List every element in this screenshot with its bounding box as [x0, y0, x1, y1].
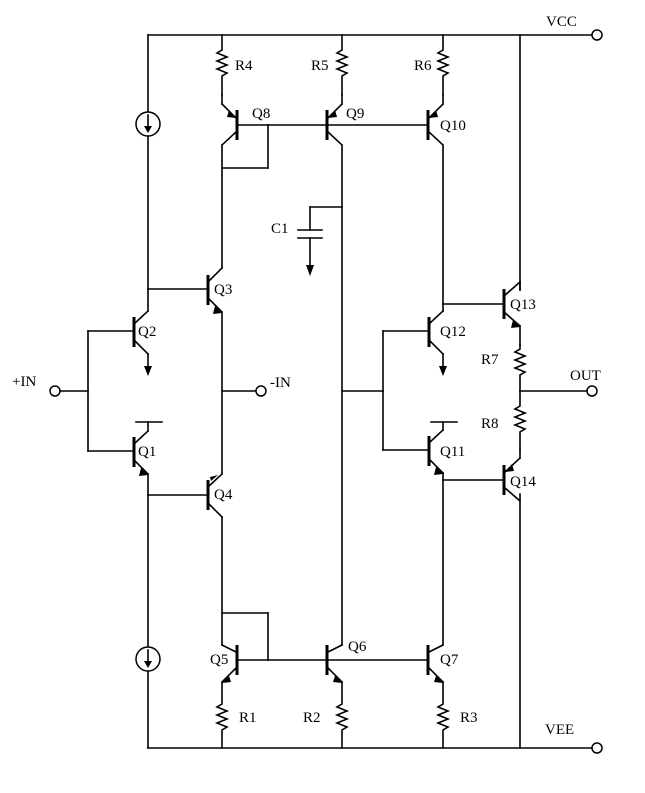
left-branch-wires — [221, 144, 257, 646]
resistor-r7: R7 — [481, 344, 528, 392]
out-label: OUT — [570, 368, 601, 384]
c1-label: C1 — [271, 221, 289, 237]
q12-label: Q12 — [440, 324, 466, 340]
transistor-q12: Q12 — [427, 303, 466, 376]
r8-label: R8 — [481, 416, 499, 432]
capacitor-c1: C1 — [271, 206, 343, 276]
transistor-q13: Q13 — [502, 280, 536, 346]
transistor-q2: Q2 — [132, 288, 156, 376]
in-plus-terminal[interactable] — [49, 385, 61, 397]
q1-label: Q1 — [138, 444, 156, 460]
r4-label: R4 — [235, 58, 253, 74]
q14-label: Q14 — [510, 474, 536, 490]
transistor-q9: Q9 — [325, 94, 364, 646]
q10-label: Q10 — [440, 118, 466, 134]
resistor-r8: R8 — [481, 390, 528, 451]
transistor-q11: Q11 — [427, 421, 465, 646]
vcc-rail: VCC — [147, 14, 603, 41]
transistor-q4: Q4 — [206, 472, 233, 519]
q5-label: Q5 — [210, 652, 228, 668]
q9-label: Q9 — [346, 106, 364, 122]
in-plus-label: +IN — [12, 374, 36, 390]
resistor-r5: R5 — [311, 34, 350, 96]
transistor-q10: Q10 — [426, 94, 466, 305]
r1-label: R1 — [239, 710, 257, 726]
r6-label: R6 — [414, 58, 432, 74]
q3-label: Q3 — [214, 282, 232, 298]
vee-label: VEE — [545, 722, 574, 738]
resistor-r3: R3 — [435, 681, 478, 749]
vee-rail: VEE — [147, 722, 603, 754]
current-source-top-icon — [135, 111, 161, 137]
transistor-q3: Q3 — [206, 266, 232, 314]
q11-label: Q11 — [440, 444, 465, 460]
r5-label: R5 — [311, 58, 329, 74]
in-minus-terminal[interactable] — [255, 385, 267, 397]
transistor-q6: Q6 — [325, 639, 367, 684]
in-minus-label: -IN — [270, 375, 291, 391]
vcc-label: VCC — [546, 14, 577, 30]
vee-terminal[interactable] — [591, 742, 603, 754]
transistor-q5: Q5 — [210, 612, 269, 684]
resistor-r2: R2 — [303, 681, 350, 749]
current-source-bottom-icon — [135, 646, 161, 672]
q11-q12-base-wires — [341, 330, 429, 451]
q4-label: Q4 — [214, 487, 233, 503]
input-plus: +IN — [12, 330, 134, 452]
r3-label: R3 — [460, 710, 478, 726]
output-node: OUT — [519, 368, 601, 397]
resistor-r6: R6 — [414, 34, 451, 96]
transistor-q14: Q14 — [502, 449, 536, 503]
vcc-terminal[interactable] — [591, 29, 603, 41]
resistor-r4: R4 — [214, 34, 253, 96]
input-minus: -IN — [255, 375, 291, 397]
q2-label: Q2 — [138, 324, 156, 340]
resistor-r1: R1 — [214, 681, 257, 749]
r2-label: R2 — [303, 710, 321, 726]
bias-column-left — [147, 34, 208, 749]
q13-label: Q13 — [510, 297, 536, 313]
out-terminal[interactable] — [586, 385, 598, 397]
q7-label: Q7 — [440, 652, 459, 668]
q6-label: Q6 — [348, 639, 367, 655]
transistor-q7: Q7 — [426, 643, 459, 684]
r7-label: R7 — [481, 352, 499, 368]
transistor-q1: Q1 — [132, 421, 163, 496]
q8-label: Q8 — [252, 106, 270, 122]
transistor-q8: Q8 — [220, 94, 270, 169]
